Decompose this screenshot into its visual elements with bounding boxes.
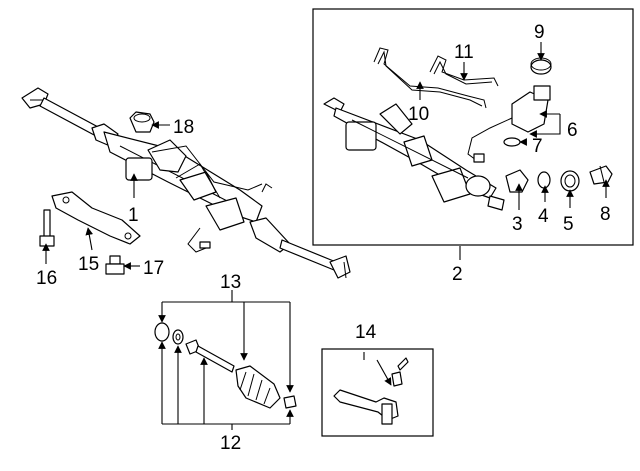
tie-rod-end-box: [321, 348, 434, 437]
outer-tie-rod-end: [333, 357, 409, 425]
o-ring: [503, 137, 521, 147]
bracket: [51, 191, 141, 245]
callout-3: 3: [512, 214, 523, 235]
bushing: [129, 111, 155, 133]
callout-11: 11: [454, 42, 474, 63]
valve-sensor: [467, 85, 551, 163]
callout-12: 12: [220, 433, 241, 454]
rack-and-pinion-assembly: [21, 87, 351, 279]
seal-ring: [560, 170, 580, 192]
callout-14: 14: [355, 322, 377, 343]
callout-18: 18: [173, 117, 194, 138]
pressure-lines: [373, 47, 499, 109]
callout-5: 5: [563, 214, 574, 235]
bolt-long: [39, 209, 55, 247]
rack-housing: [323, 97, 505, 211]
callout-17: 17: [143, 258, 164, 279]
callout-9: 9: [534, 22, 545, 43]
callout-7: 7: [532, 136, 543, 157]
callout-10: 10: [408, 104, 429, 125]
gear-assembly-box: [312, 8, 634, 246]
callout-2: 2: [452, 264, 463, 285]
bushing-small: [537, 171, 551, 189]
callout-16: 16: [36, 268, 57, 289]
callout-13: 13: [220, 272, 241, 293]
callout-15: 15: [78, 254, 99, 275]
inner-tie-rod-kit: [154, 322, 297, 409]
adjuster-plug: [589, 165, 613, 185]
cap: [530, 57, 552, 75]
bolt-short: [105, 255, 125, 275]
callout-8: 8: [600, 204, 611, 225]
seal: [505, 169, 529, 193]
callout-1: 1: [128, 205, 139, 226]
callout-4: 4: [538, 206, 549, 227]
callout-6: 6: [567, 120, 578, 141]
